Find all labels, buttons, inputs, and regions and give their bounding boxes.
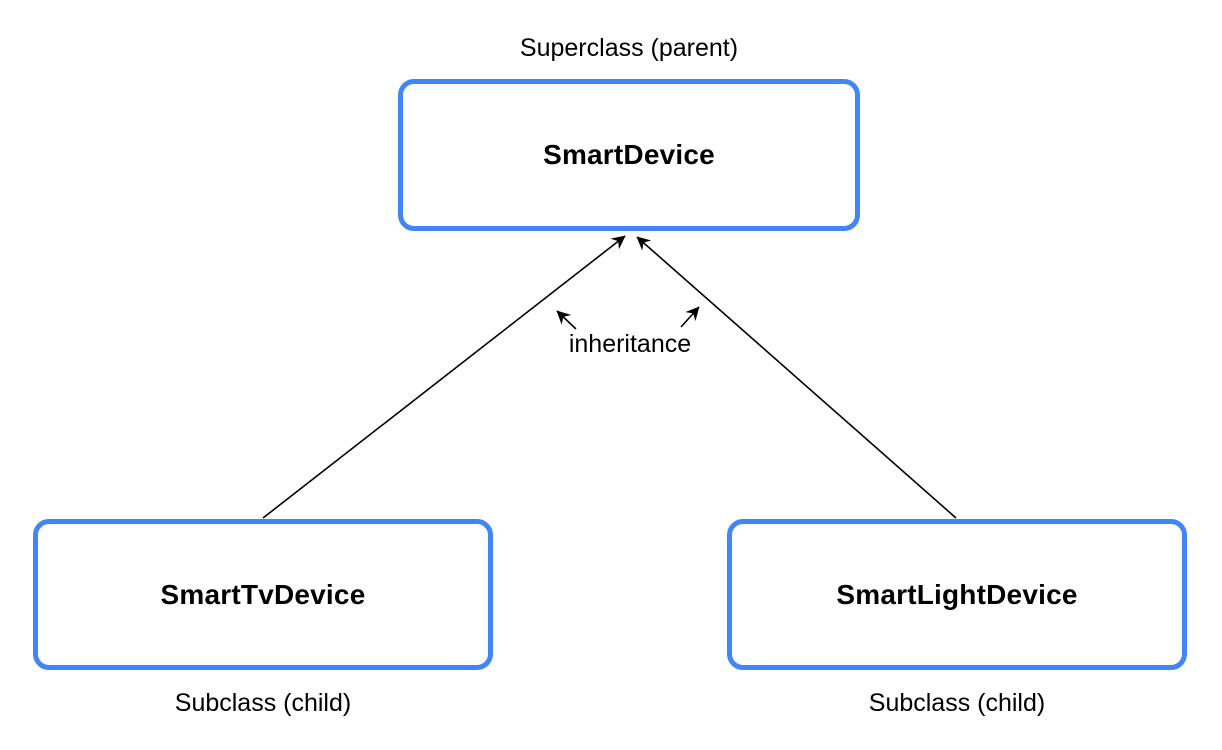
subclass-light-label: SmartLightDevice — [836, 578, 1078, 610]
inheritance-arrow-right — [636, 236, 957, 519]
inheritance-edge-label: inheritance — [568, 330, 692, 358]
inheritance-arrow-left — [262, 235, 626, 519]
edge-label-pointer-right — [680, 306, 700, 328]
class-box-subclass-tv: SmartTvDevice — [33, 519, 493, 670]
subclass-light-caption: Subclass (child) — [868, 689, 1046, 717]
superclass-label: SmartDevice — [543, 139, 715, 170]
superclass-caption: Superclass (parent) — [519, 34, 739, 62]
subclass-tv-caption: Subclass (child) — [174, 689, 352, 717]
class-box-subclass-light: SmartLightDevice — [727, 519, 1187, 670]
edge-label-pointer-left — [556, 310, 577, 330]
subclass-tv-label: SmartTvDevice — [160, 578, 366, 610]
class-box-superclass: SmartDevice — [398, 79, 860, 231]
